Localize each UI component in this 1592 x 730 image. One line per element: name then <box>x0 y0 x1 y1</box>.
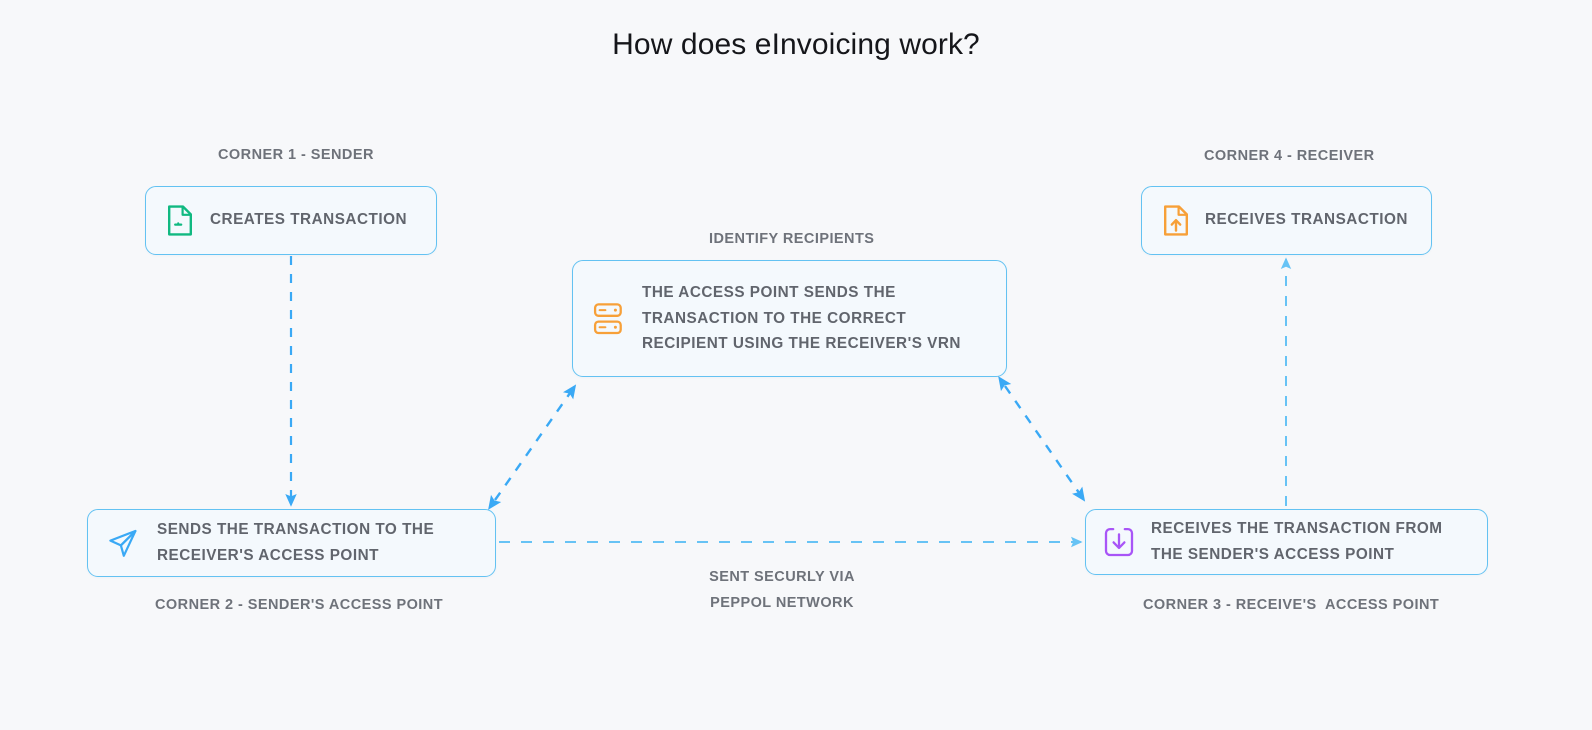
document-upload-icon <box>1162 205 1190 236</box>
node-receiver-text: RECEIVES TRANSACTION <box>1205 211 1408 229</box>
server-icon <box>593 302 623 336</box>
connector-access-point-to-receiver-access-point <box>998 376 1086 502</box>
corner-3-label: CORNER 3 - RECEIVE'S ACCESS POINT <box>1143 597 1440 613</box>
send-icon <box>106 526 140 560</box>
corner-2-label: CORNER 2 - SENDER'S ACCESS POINT <box>155 597 444 613</box>
node-sender-text: CREATES TRANSACTION <box>210 211 408 229</box>
corner-4-label: CORNER 4 - RECEIVER <box>1204 148 1375 164</box>
node-receiver-access-point[interactable]: RECEIVES THE TRANSACTION FROM THE SENDER… <box>1085 509 1488 575</box>
page-title: How does eInvoicing work? <box>612 28 980 61</box>
node-creates-transaction[interactable]: CREATES TRANSACTION <box>145 186 437 255</box>
node-access-point-text: THE ACCESS POINT SENDS THE TRANSACTION T… <box>642 283 961 353</box>
download-box-icon <box>1103 526 1135 558</box>
document-add-icon <box>166 205 194 236</box>
identify-recipients-label: IDENTIFY RECIPIENTS <box>709 231 875 247</box>
node-receiver-access-point-text: RECEIVES THE TRANSACTION FROM THE SENDER… <box>1151 519 1443 563</box>
peppol-note-line1: SENT SECURLY VIA <box>709 569 855 585</box>
connector-sender-access-point-to-access-point <box>488 384 577 510</box>
peppol-network-note: SENT SECURLY VIA PEPPOL NETWORK <box>620 565 944 617</box>
node-sender-access-point[interactable]: SENDS THE TRANSACTION TO THE RECEIVER'S … <box>87 509 496 577</box>
node-access-point[interactable]: THE ACCESS POINT SENDS THE TRANSACTION T… <box>572 260 1007 377</box>
node-receives-transaction[interactable]: RECEIVES TRANSACTION <box>1141 186 1432 255</box>
node-sender-access-point-text: SENDS THE TRANSACTION TO THE RECEIVER'S … <box>157 520 435 564</box>
peppol-note-line2: PEPPOL NETWORK <box>710 594 854 611</box>
corner-1-label: CORNER 1 - SENDER <box>218 147 374 163</box>
